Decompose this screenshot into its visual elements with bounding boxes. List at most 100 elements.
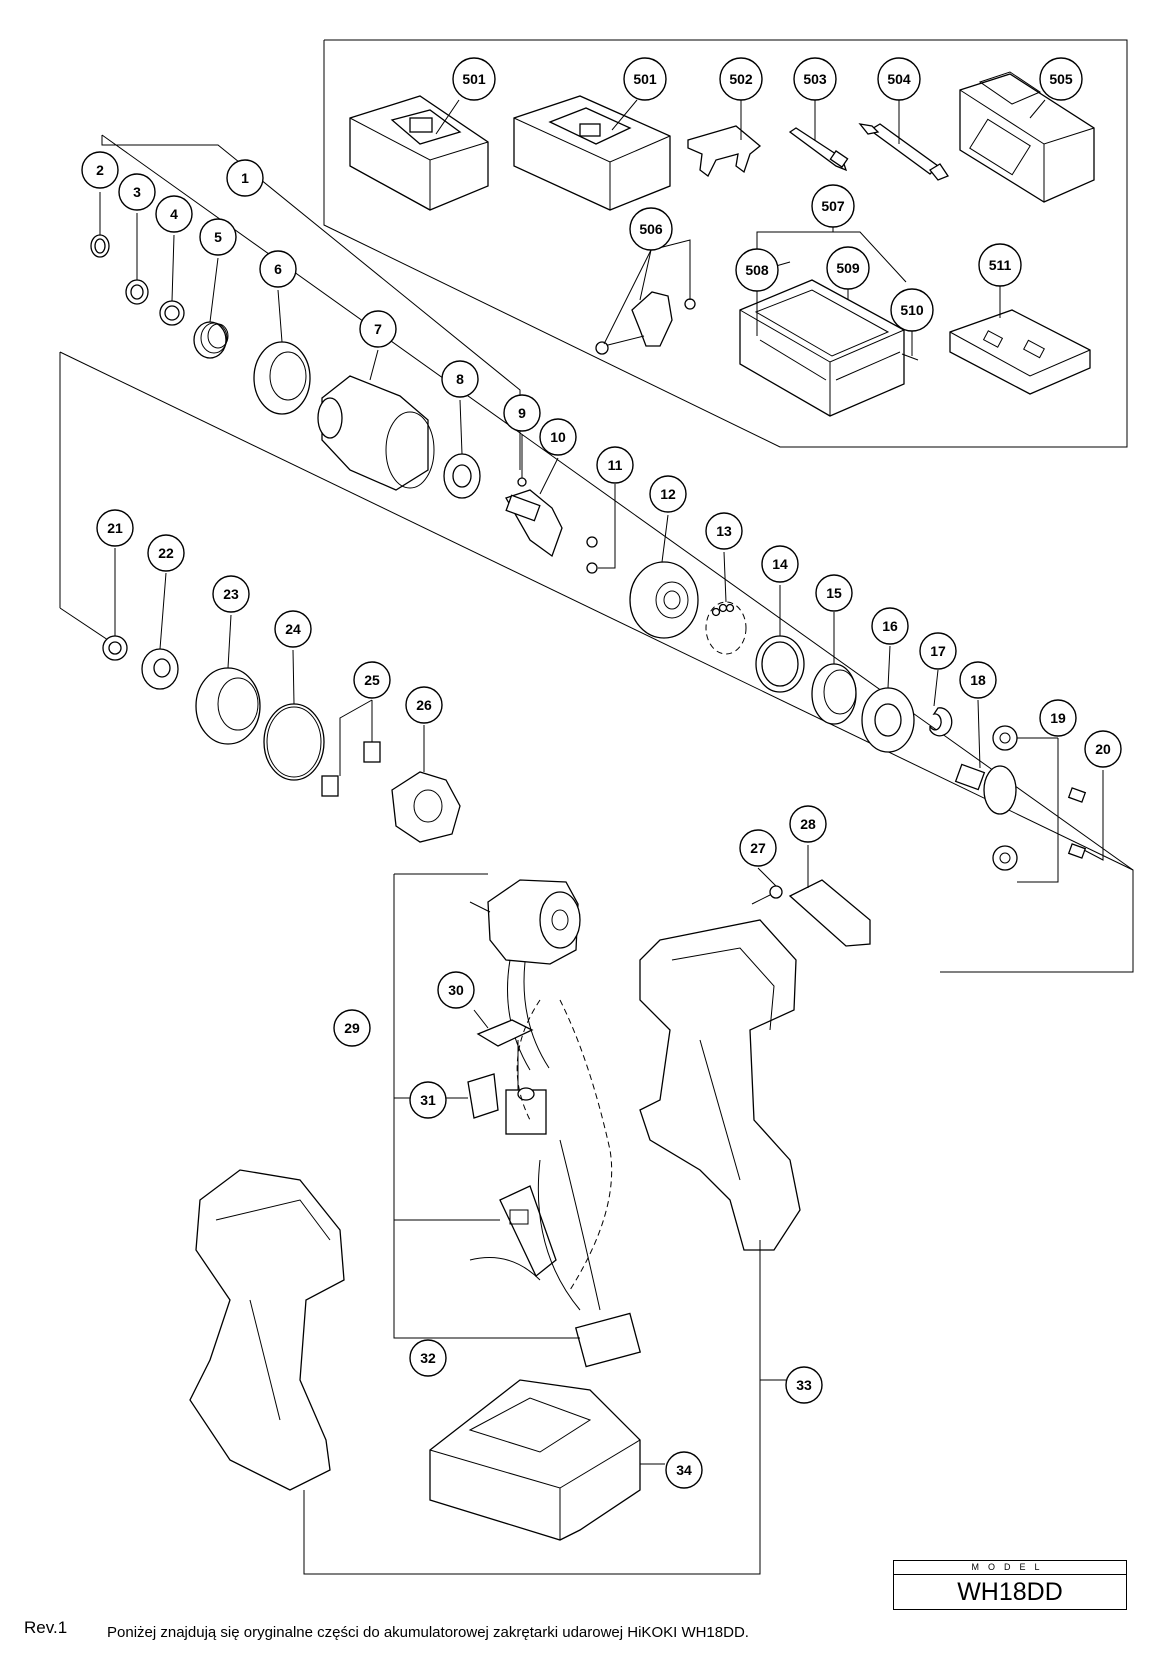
callout-30: 30 xyxy=(437,971,475,1009)
callout-label: 26 xyxy=(416,697,432,713)
part-32-drawing xyxy=(469,1139,642,1368)
callout-label: 13 xyxy=(716,523,732,539)
callout-label: 30 xyxy=(448,982,464,998)
callout-label: 501 xyxy=(633,71,657,87)
callout-23: 23 xyxy=(212,575,250,613)
model-value: WH18DD xyxy=(957,1578,1063,1606)
part-28-drawing xyxy=(788,879,871,947)
callout-17: 17 xyxy=(919,632,957,670)
callout-507: 507 xyxy=(811,184,855,228)
part-31-drawing xyxy=(467,1073,547,1135)
part-24-drawing xyxy=(263,703,325,781)
callout-505: 505 xyxy=(1039,57,1083,101)
callout-22: 22 xyxy=(147,534,185,572)
callout-509: 509 xyxy=(826,246,870,290)
callout-31: 31 xyxy=(409,1081,447,1119)
bit-2-drawing xyxy=(858,123,949,181)
callout-508: 508 xyxy=(735,248,779,292)
callout-10: 10 xyxy=(539,418,577,456)
callout-label: 29 xyxy=(344,1020,360,1036)
part-22-drawing xyxy=(141,648,179,690)
callout-502: 502 xyxy=(719,57,763,101)
charger-1-drawing xyxy=(349,95,489,211)
callout-501-b: 501 xyxy=(623,57,667,101)
part-13-drawing xyxy=(705,601,747,655)
belt-hook-drawing xyxy=(595,291,696,355)
callout-label: 510 xyxy=(900,302,924,318)
screw-27-drawing xyxy=(751,885,783,905)
callout-label: 12 xyxy=(660,486,676,502)
callout-label: 9 xyxy=(518,405,526,421)
callout-label: 32 xyxy=(420,1350,436,1366)
callout-label: 6 xyxy=(274,261,282,277)
callout-label: 511 xyxy=(989,257,1012,273)
callout-label: 502 xyxy=(729,71,753,87)
callout-7: 7 xyxy=(359,310,397,348)
callout-label: 2 xyxy=(96,162,104,178)
part-25-drawing xyxy=(321,741,381,797)
callout-18: 18 xyxy=(959,661,997,699)
part-26-drawing xyxy=(391,771,461,843)
part-5-drawing xyxy=(193,321,229,359)
part-4-drawing xyxy=(159,300,185,326)
callout-32: 32 xyxy=(409,1339,447,1377)
callout-label: 18 xyxy=(970,672,986,688)
accessory-frame xyxy=(323,39,1128,448)
callout-label: 503 xyxy=(803,71,827,87)
callout-label: 4 xyxy=(170,206,178,222)
part-12-drawing xyxy=(629,561,699,639)
callout-33: 33 xyxy=(785,1366,823,1404)
motor-drawing xyxy=(469,879,581,1071)
callout-label: 8 xyxy=(456,371,464,387)
callout-16: 16 xyxy=(871,607,909,645)
callout-8: 8 xyxy=(441,360,479,398)
part-30-drawing xyxy=(476,1019,534,1047)
revision-label: Rev.1 xyxy=(24,1618,68,1637)
callout-29: 29 xyxy=(333,1009,371,1047)
part-18-drawing xyxy=(954,763,1017,815)
callout-label: 14 xyxy=(772,556,788,572)
caption-text: Poniżej znajdują się oryginalne części d… xyxy=(107,1624,749,1641)
callout-1: 1 xyxy=(226,159,264,197)
callout-26: 26 xyxy=(405,686,443,724)
part-2-drawing xyxy=(90,234,110,258)
part-3-drawing xyxy=(125,279,149,305)
callout-label: 505 xyxy=(1049,71,1073,87)
callout-label: 1 xyxy=(241,170,249,186)
callout-label: 7 xyxy=(374,321,382,337)
part-17-drawing xyxy=(929,707,953,737)
part-10-drawing xyxy=(505,489,563,558)
part-21-drawing xyxy=(102,635,128,661)
callout-503: 503 xyxy=(793,57,837,101)
housing-right-drawing xyxy=(639,919,801,1251)
hook-drawing xyxy=(687,125,762,177)
callout-11: 11 xyxy=(596,446,634,484)
callout-label: 506 xyxy=(639,221,663,237)
callout-label: 16 xyxy=(882,618,898,634)
part-19-drawing xyxy=(992,725,1018,871)
callout-14: 14 xyxy=(761,545,799,583)
charger-2-drawing xyxy=(513,95,671,211)
callout-3: 3 xyxy=(118,173,156,211)
callout-label: 23 xyxy=(223,586,239,602)
part-20-drawing xyxy=(1067,787,1087,859)
callout-label: 27 xyxy=(750,840,766,856)
callout-label: 34 xyxy=(676,1462,692,1478)
callout-13: 13 xyxy=(705,512,743,550)
callout-label: 10 xyxy=(550,429,566,445)
callout-20: 20 xyxy=(1084,730,1122,768)
system-case-drawing xyxy=(739,261,919,417)
housing-left-drawing xyxy=(189,1169,345,1491)
callout-15: 15 xyxy=(815,574,853,612)
part-23-drawing xyxy=(195,667,261,745)
callout-34: 34 xyxy=(665,1451,703,1489)
part-8-drawing xyxy=(443,453,481,499)
callout-511: 511 xyxy=(978,243,1022,287)
callout-label: 507 xyxy=(821,198,845,214)
callout-4: 4 xyxy=(155,195,193,233)
callout-label: 31 xyxy=(420,1092,436,1108)
callout-504: 504 xyxy=(877,57,921,101)
callout-label: 22 xyxy=(158,545,174,561)
part-15-drawing xyxy=(811,663,857,725)
